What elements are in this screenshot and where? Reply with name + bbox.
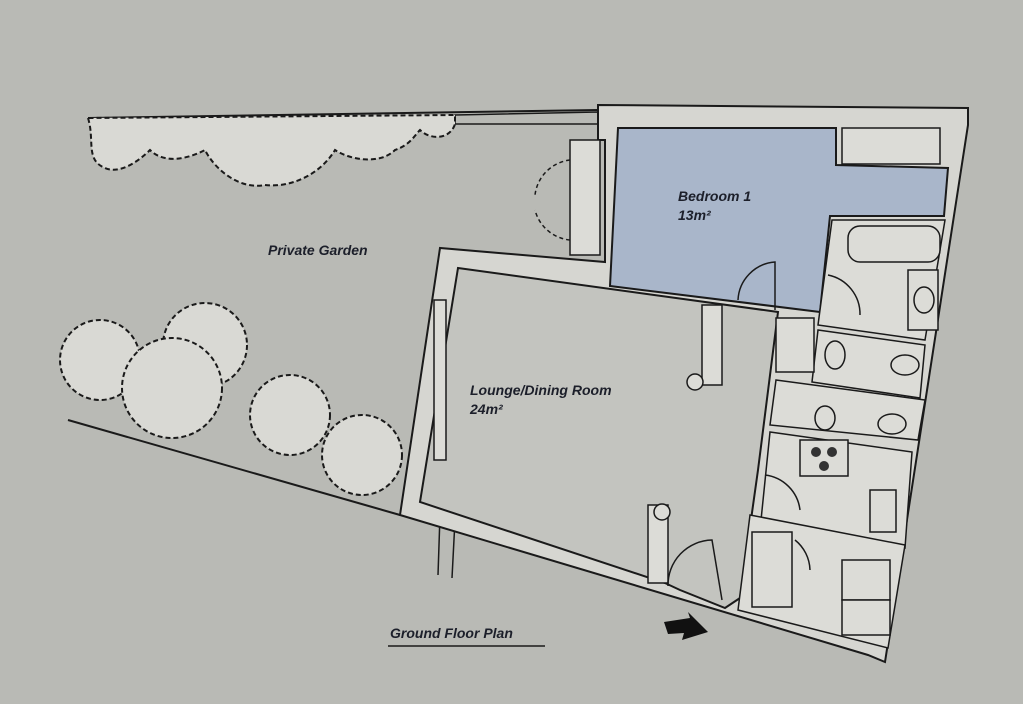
garden-door-swing xyxy=(534,159,571,241)
trees xyxy=(59,302,403,496)
garden-wall-stub xyxy=(454,111,599,125)
kitchen-door-swing xyxy=(764,474,801,511)
hob-ring xyxy=(827,447,837,457)
basin xyxy=(913,286,935,314)
hedge-top xyxy=(86,113,456,187)
cupboard xyxy=(775,317,815,373)
appliance-1 xyxy=(841,559,891,601)
bedroom-door-swing xyxy=(737,261,776,310)
hob-ring xyxy=(819,461,829,471)
bathtub xyxy=(847,225,941,263)
garden-boundary-bottom xyxy=(67,419,401,516)
bidet xyxy=(824,340,846,370)
lounge-label: Lounge/Dining Room xyxy=(470,382,612,398)
toilet-1 xyxy=(890,354,920,376)
hall-door-swing xyxy=(794,539,811,571)
sink xyxy=(869,489,897,533)
cloakroom-basin xyxy=(814,405,836,431)
front-door-swing xyxy=(667,539,723,601)
garden-door-frame xyxy=(569,139,601,256)
toilet-2 xyxy=(877,413,907,435)
plan-title: Ground Floor Plan xyxy=(390,625,513,641)
entrance-arrow-icon xyxy=(664,612,708,640)
radiator-knob xyxy=(653,503,671,521)
hob-ring xyxy=(811,447,821,457)
bedroom-floor xyxy=(608,127,950,314)
lounge-window xyxy=(433,299,447,461)
appliance-2 xyxy=(841,599,891,636)
bedroom-label: Bedroom 1 xyxy=(678,188,751,204)
lounge-area: 24m² xyxy=(469,401,503,417)
lounge-floor xyxy=(418,266,780,610)
pillar xyxy=(701,304,723,386)
garden-label: Private Garden xyxy=(268,242,368,258)
radiator-knob xyxy=(686,373,704,391)
bathroom-door-swing xyxy=(827,274,861,316)
storage xyxy=(751,531,793,608)
wardrobe xyxy=(841,127,941,165)
bedroom-area: 13m² xyxy=(678,207,711,223)
